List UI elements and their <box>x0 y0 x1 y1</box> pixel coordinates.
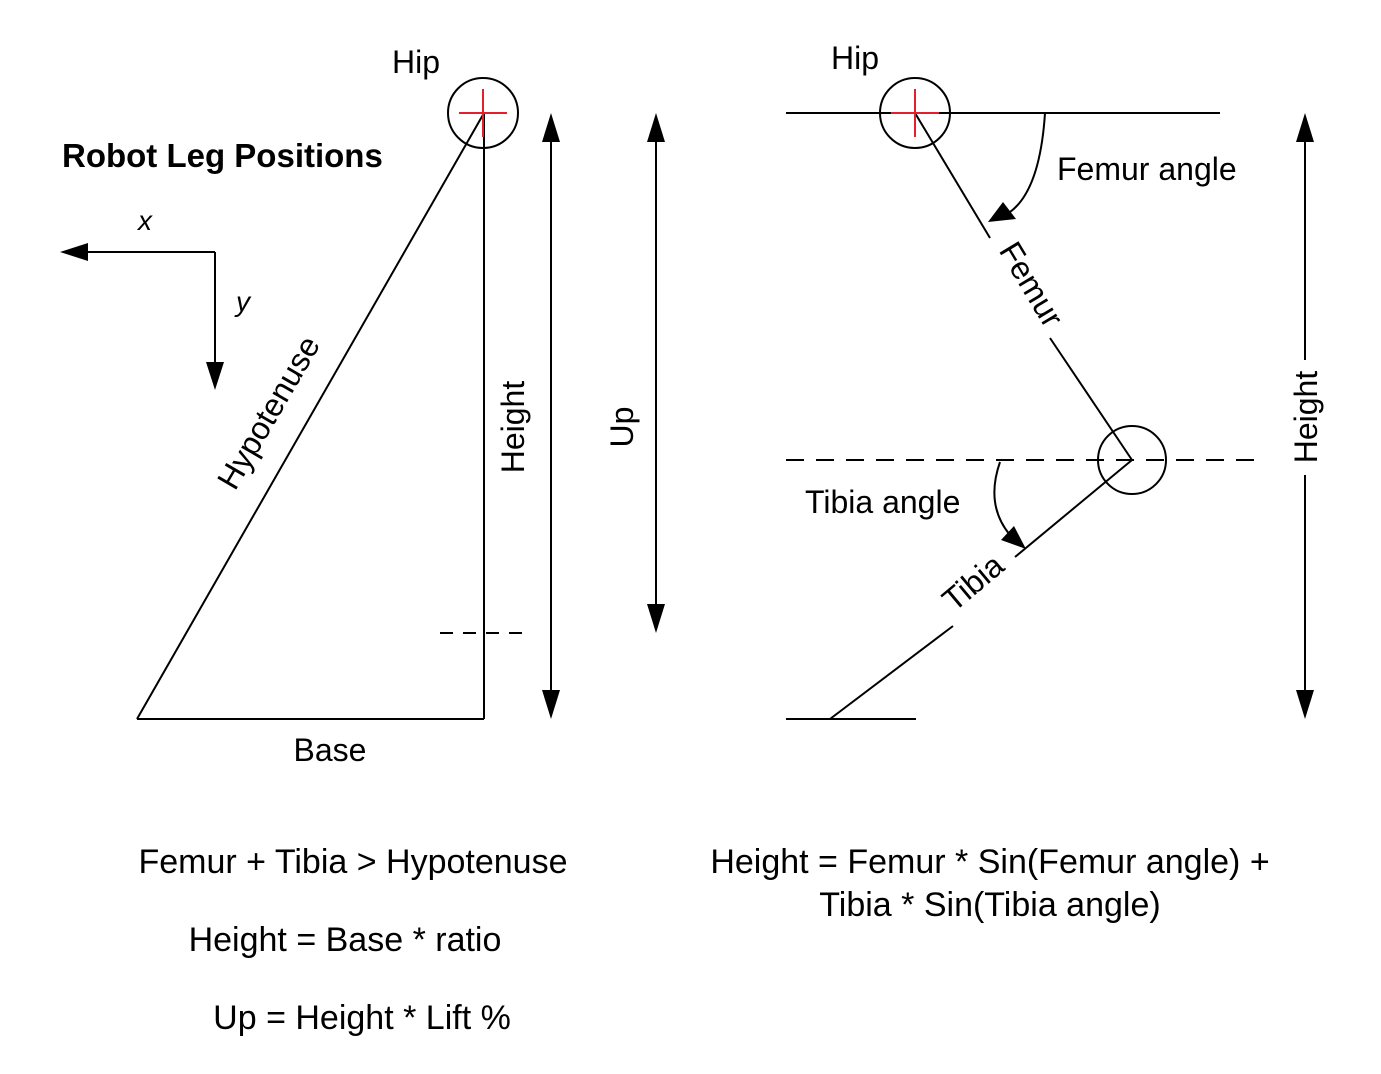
diagram-title: Robot Leg Positions <box>62 137 383 174</box>
right-height-label: Height <box>1288 371 1324 464</box>
base-label: Base <box>294 732 367 768</box>
left-height-label: Height <box>495 381 531 474</box>
tibia-angle-label: Tibia angle <box>805 484 960 520</box>
y-axis-label: y <box>234 286 252 317</box>
y-axis-arrowhead <box>206 362 224 390</box>
femur-angle-label: Femur angle <box>1057 151 1237 187</box>
up-label: Up <box>604 407 640 448</box>
tibia-line-lower <box>829 625 954 720</box>
up-arrowhead-bottom <box>647 604 665 633</box>
coordinate-axes: x y <box>60 205 252 390</box>
right-hip-label: Hip <box>831 40 879 76</box>
up-arrowhead-top <box>647 113 665 142</box>
femur-line-lower <box>1049 337 1133 461</box>
left-hip-joint-circle <box>447 77 519 149</box>
equation-up-height-lift: Up = Height * Lift % <box>213 999 511 1037</box>
equation-height-line-2: Tibia * Sin(Tibia angle) <box>819 886 1160 924</box>
equation-height-line-1: Height = Femur * Sin(Femur angle) + <box>710 843 1269 881</box>
tibia-line-upper <box>1014 459 1133 558</box>
x-axis-label: x <box>136 205 153 236</box>
left-height-arrowhead-top <box>542 113 560 142</box>
femur-angle-arrowhead <box>988 202 1016 222</box>
tibia-label: Tibia <box>935 547 1011 619</box>
left-hip-label: Hip <box>392 44 440 80</box>
equation-height-base-ratio: Height = Base * ratio <box>189 921 502 959</box>
femur-angle-arc <box>1009 112 1046 213</box>
femur-label: Femur <box>992 235 1071 333</box>
right-hip-joint-circle <box>879 77 951 149</box>
right-height-arrowhead-bottom <box>1296 690 1314 719</box>
equation-femur-tibia-hypotenuse: Femur + Tibia > Hypotenuse <box>138 843 567 881</box>
x-axis-arrowhead <box>60 243 88 261</box>
left-height-arrowhead-bottom <box>542 690 560 719</box>
equations: Femur + Tibia > Hypotenuse Height = Base… <box>138 843 1269 1037</box>
tibia-angle-arc <box>993 461 1011 536</box>
hypotenuse-line <box>136 112 485 720</box>
right-leg-diagram: Femur Tibia Hip Femur angle Tibia angle … <box>786 40 1324 720</box>
tibia-angle-arrowhead <box>1001 526 1026 549</box>
knee-joint-circle <box>1097 425 1167 495</box>
right-height-arrowhead-top <box>1296 113 1314 142</box>
femur-line-upper <box>914 112 991 239</box>
hypotenuse-label: Hypotenuse <box>210 330 327 496</box>
